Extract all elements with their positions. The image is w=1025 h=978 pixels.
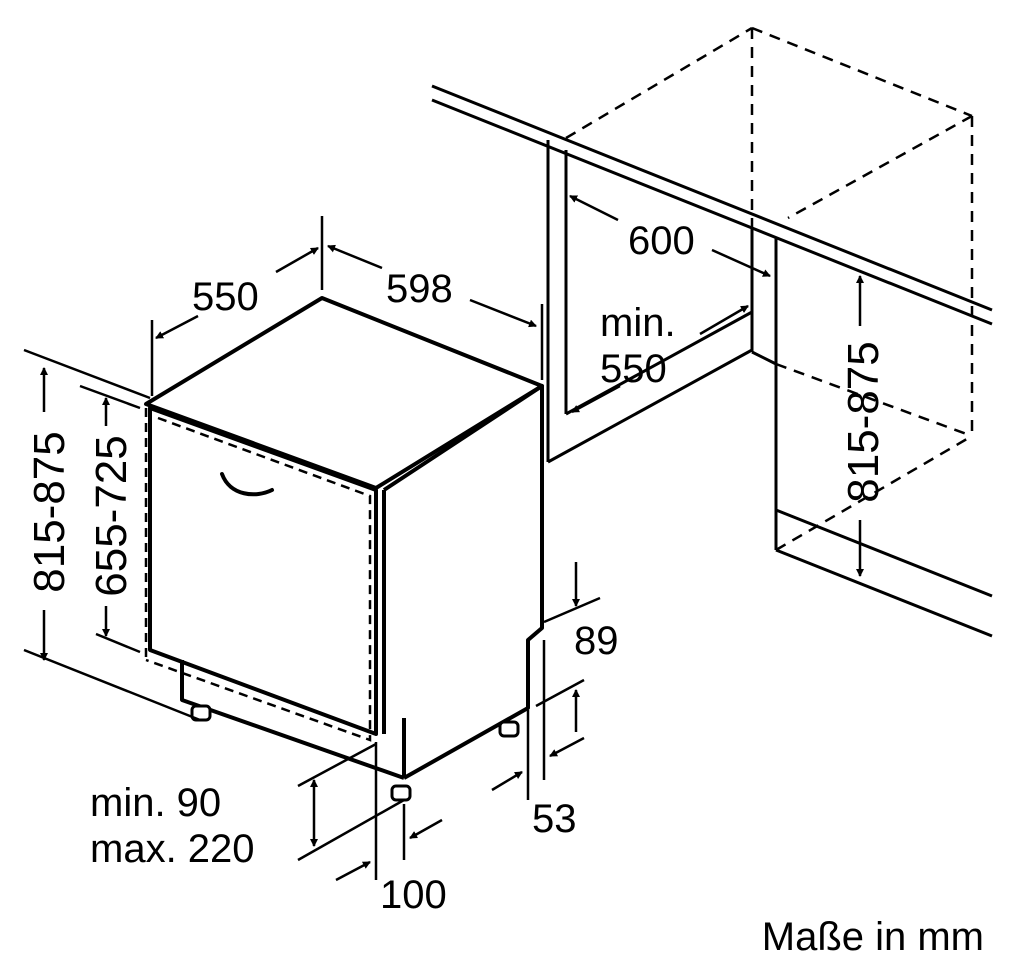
label-width-depth: 550 bbox=[192, 275, 259, 319]
niche-left-cabinet bbox=[546, 140, 753, 464]
label-plinth-89: 89 bbox=[574, 619, 619, 663]
label-plinth-100: 100 bbox=[380, 873, 447, 917]
label-plinth-max: max. 220 bbox=[90, 827, 255, 871]
niche-right-cabinet bbox=[750, 228, 993, 638]
door-handle bbox=[220, 472, 274, 497]
dishwasher-feet bbox=[190, 704, 520, 802]
niche-dashed-box bbox=[565, 26, 974, 552]
label-width-front: 598 bbox=[386, 267, 453, 311]
label-niche-depth-value: 550 bbox=[600, 347, 667, 391]
label-plinth-53: 53 bbox=[532, 797, 577, 841]
label-height-niche-right: 815-875 bbox=[839, 341, 888, 502]
label-plinth-min: min. 90 bbox=[90, 781, 221, 825]
dishwasher-body bbox=[144, 296, 544, 780]
label-height-total-left: 815-875 bbox=[25, 431, 74, 592]
countertop bbox=[431, 84, 993, 326]
dishwasher-door-panel bbox=[144, 408, 372, 742]
label-height-door: 655-725 bbox=[87, 435, 136, 596]
label-niche-depth-min: min. bbox=[600, 301, 676, 345]
label-niche-width: 600 bbox=[628, 219, 695, 263]
unit-note: Maße in mm bbox=[762, 915, 984, 959]
dimension-lines bbox=[23, 194, 864, 882]
